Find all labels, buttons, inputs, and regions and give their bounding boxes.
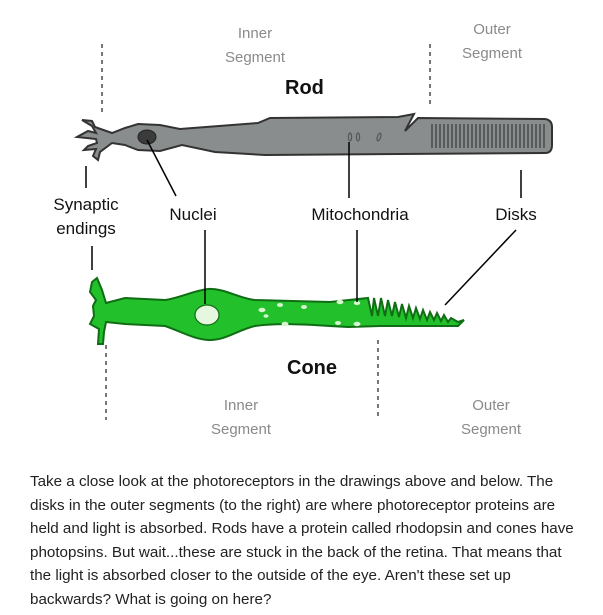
cone-outer-segment-label: Outer Segment	[446, 394, 536, 442]
segment-dividers	[101, 44, 431, 420]
cone-outer-segment-line2: Segment	[460, 421, 522, 438]
disks-label: Disks	[495, 205, 537, 224]
photoreceptor-diagram	[73, 44, 553, 420]
rod-inner-segment-label: Inner Segment	[210, 22, 300, 70]
rod-inner-segment-line1: Inner	[237, 25, 273, 42]
cone-mitochondrion	[353, 321, 361, 327]
cone-inner-segment-line2: Segment	[210, 421, 272, 438]
cone-mitochondrion	[353, 300, 361, 306]
cone-mitochondrion	[336, 299, 344, 305]
nuclei-pointer-rod	[146, 139, 177, 197]
rod-cell	[73, 112, 553, 162]
pointer-lines	[85, 139, 522, 306]
rod-body	[73, 112, 553, 162]
rod-inner-segment-line2: Segment	[224, 49, 286, 66]
rod-mitochondrion	[355, 132, 361, 142]
cone-mitochondrion	[335, 321, 341, 325]
rod-outer-segment-label: Outer Segment	[447, 18, 537, 66]
rod-outer-segment-line2: Segment	[461, 45, 523, 62]
cone-body	[88, 276, 465, 345]
disks-pointer-cone	[444, 229, 517, 306]
rod-mitochondrion	[376, 132, 382, 142]
cone-outer-segment-line1: Outer	[472, 397, 510, 414]
caption-paragraph: Take a close look at the photoreceptors …	[30, 473, 574, 608]
cone-mitochondrion	[258, 307, 266, 313]
mitochondria-label: Mitochondria	[311, 205, 409, 224]
rod-outer-segment-line1: Outer	[473, 21, 511, 38]
cone-mitochondria	[258, 299, 361, 327]
cone-cell	[88, 276, 465, 345]
cone-inner-segment-line1: Inner	[223, 397, 259, 414]
rod-mitochondria	[347, 132, 382, 142]
cone-mitochondrion	[301, 305, 307, 309]
cone-mitochondrion	[281, 321, 289, 327]
rod-disk-stack	[431, 124, 545, 148]
synaptic-endings-line2: endings	[56, 219, 116, 238]
cone-nucleus	[194, 304, 220, 326]
cone-title: Cone	[287, 357, 337, 379]
synaptic-endings-label: Synaptic endings	[36, 193, 136, 241]
cone-inner-segment-label: Inner Segment	[196, 394, 286, 442]
rod-nucleus	[137, 129, 157, 145]
rod-mitochondrion	[347, 132, 353, 142]
cone-mitochondrion	[277, 303, 283, 307]
rod-title: Rod	[285, 77, 324, 99]
cone-mitochondrion	[263, 314, 269, 318]
nuclei-label: Nuclei	[169, 205, 217, 224]
synaptic-endings-line1: Synaptic	[53, 195, 119, 214]
